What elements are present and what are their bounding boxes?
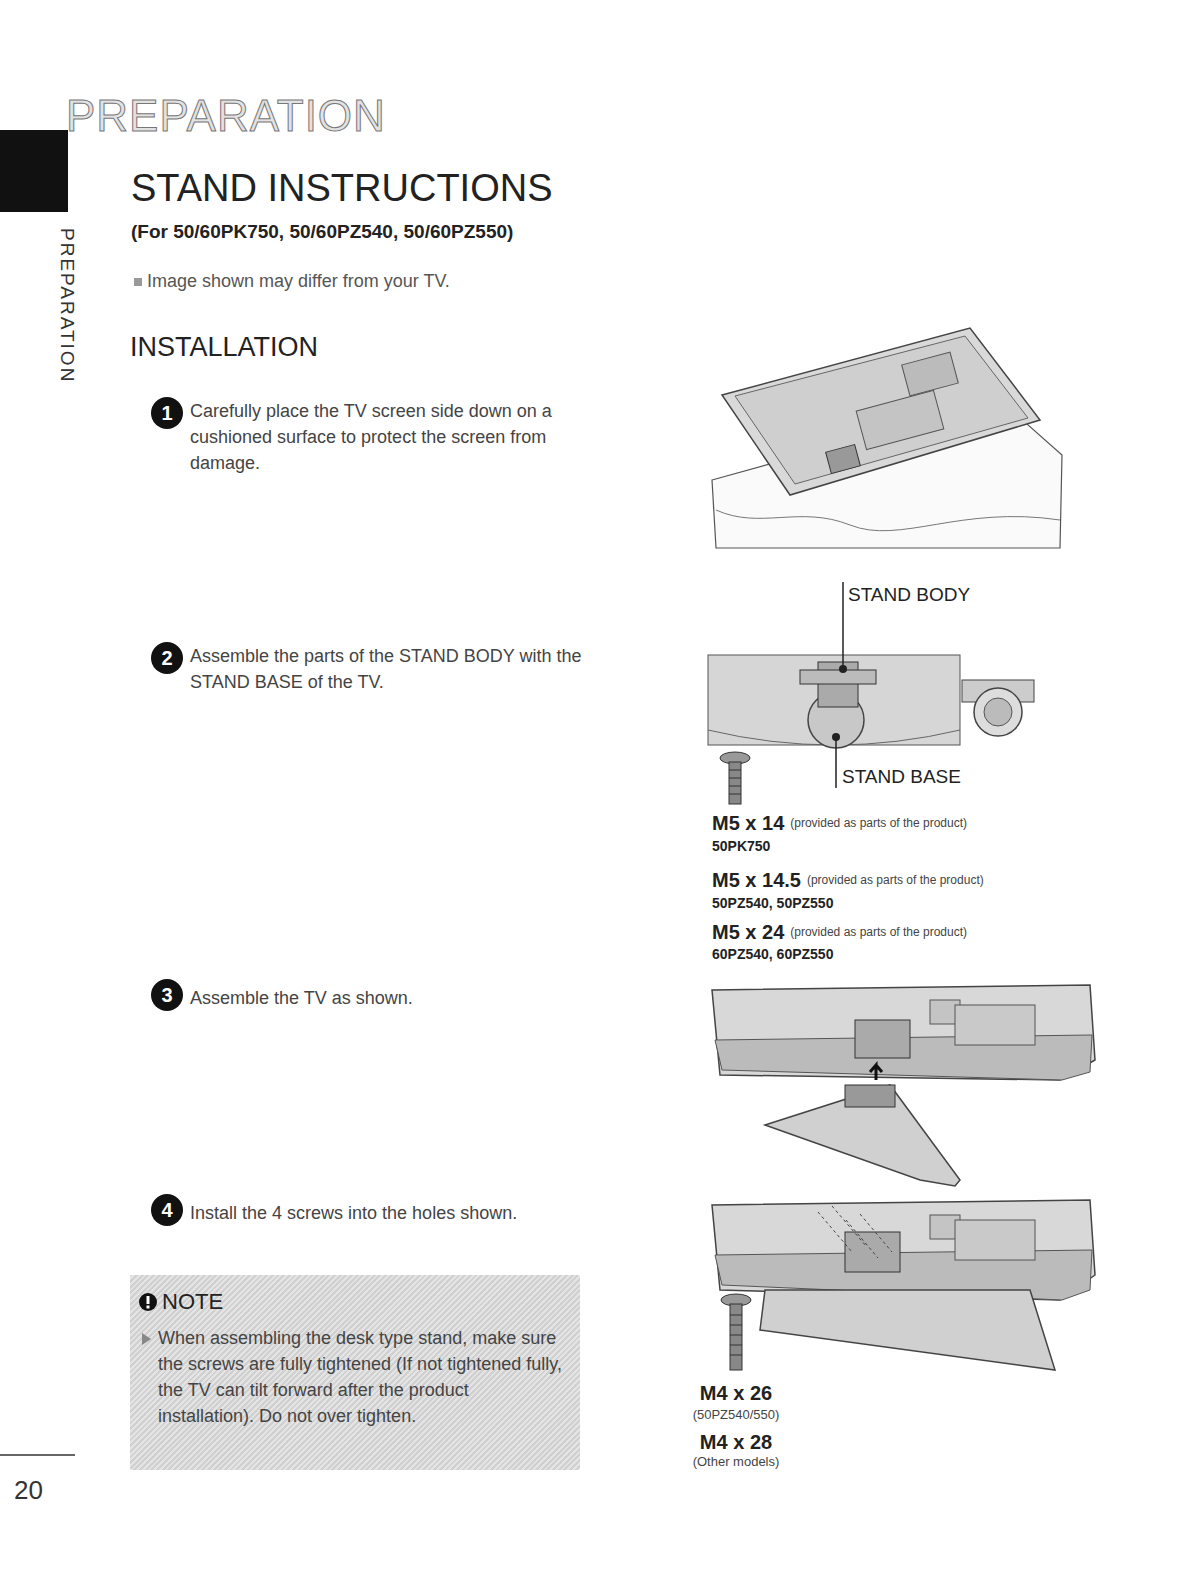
page-number: 20 [14,1475,43,1506]
step-number: 1 [151,397,183,429]
side-tab-text: PREPARATION [55,228,78,383]
screw-note: (provided as parts of the product) [790,925,967,939]
note-body: When assembling the desk type stand, mak… [158,1325,568,1429]
screw-note: (provided as parts of the product) [807,873,984,887]
note-icon [138,1292,158,1312]
screw-size: M5 x 14.5 [712,868,801,892]
screw-size: M4 x 28 [700,1430,772,1454]
step-text: Install the 4 screws into the holes show… [190,1200,600,1226]
step-digit: 1 [161,402,172,425]
screw-size: M5 x 14 [712,811,784,835]
model-list: (For 50/60PK750, 50/60PZ540, 50/60PZ550) [131,221,513,244]
step-text: Assemble the parts of the STAND BODY wit… [190,643,600,695]
model-name: 50PZ540, 50PZ550 [712,895,833,912]
step-digit: 3 [161,984,172,1007]
step-number: 4 [151,1194,183,1226]
screw-size: M4 x 26 [700,1381,772,1405]
model-name: (50PZ540/550) [693,1407,780,1423]
model-name: 50PK750 [712,838,770,855]
page-title: STAND INSTRUCTIONS [131,166,553,212]
bullet-triangle [142,1333,151,1345]
step-text: Carefully place the TV screen side down … [190,398,600,476]
step-number: 2 [151,642,183,674]
model-name: 60PZ540, 60PZ550 [712,946,833,963]
step-number: 3 [151,979,183,1011]
note-heading: NOTE [138,1289,568,1315]
bullet-square [134,278,142,286]
note-box: NOTE When assembling the desk type stand,… [130,1275,580,1470]
part-name: STAND BODY [848,584,970,607]
image-note: Image shown may differ from your TV. [147,271,450,293]
screw-size: M5 x 24 [712,920,784,944]
part-name: STAND BASE [842,766,961,789]
section-header: PREPARATION [66,90,386,143]
section-heading: INSTALLATION [130,331,318,363]
step-digit: 4 [161,1199,172,1222]
screw-note: (provided as parts of the product) [790,816,967,830]
step-text: Assemble the TV as shown. [190,985,600,1011]
step-digit: 2 [161,647,172,670]
note-title: NOTE [162,1289,223,1315]
note-body-wrap: When assembling the desk type stand, mak… [138,1325,568,1429]
model-name: (Other models) [693,1454,780,1470]
